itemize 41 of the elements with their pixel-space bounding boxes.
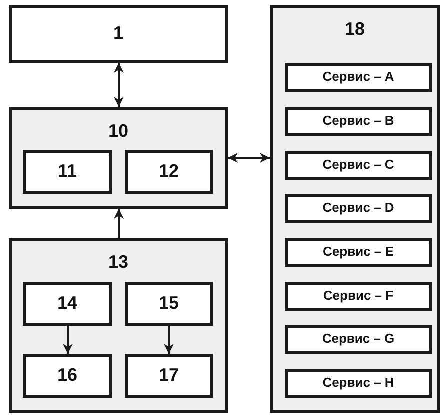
arrow [63,326,73,354]
process-box [285,238,432,267]
process-box [23,282,112,326]
box-label: 18 [344,18,366,40]
process-box [23,354,112,398]
box-label: 10 [108,120,129,142]
process-box [285,325,432,354]
process-box [285,369,432,398]
process-box [9,5,228,63]
arrow [114,209,124,238]
arrow [114,63,124,107]
process-box [23,150,112,194]
box-label: Сервис – E [323,245,394,260]
box-label: Сервис – A [322,70,394,85]
box-label: 16 [57,366,78,386]
box-label: Сервис – G [322,332,395,347]
process-box [285,194,432,223]
box-label: 15 [158,294,180,314]
box-label: 14 [57,294,78,314]
group-box [9,107,228,209]
process-box [285,151,432,180]
box-label: 11 [58,162,78,182]
process-box [285,63,432,92]
box-label: 12 [158,162,180,182]
box-label: 17 [158,366,180,386]
box-label: Сервис – B [322,114,394,129]
process-box [285,107,432,136]
box-label: 13 [108,251,129,273]
box-label: Сервис – F [323,289,394,304]
process-box [125,150,213,194]
box-label: Сервис – H [322,376,394,391]
box-label: 1 [113,24,124,44]
box-label: Сервис – C [322,158,394,173]
group-box [9,238,228,413]
arrow [228,153,270,163]
box-label: Сервис – D [322,201,394,216]
process-box [125,282,213,326]
process-box [285,282,432,311]
process-box [125,354,213,398]
group-box [270,5,440,413]
arrow [164,326,174,354]
